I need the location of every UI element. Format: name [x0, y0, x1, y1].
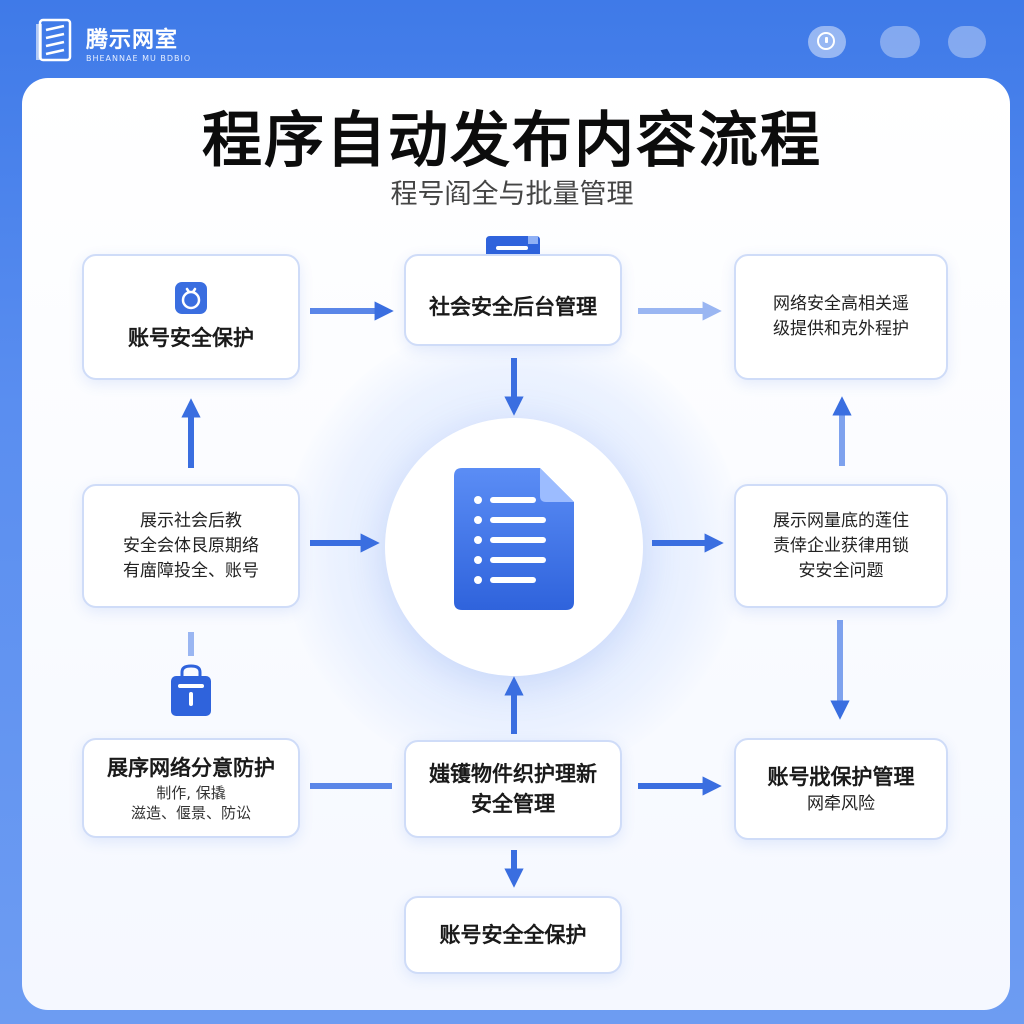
- node-network-security[interactable]: 网络安全高相关遥 级提供和克外程护: [734, 254, 948, 380]
- node-account-protection-management[interactable]: 账号戕保护管理 网牵风险: [734, 738, 948, 840]
- node-label: 社会安全后台管理: [429, 295, 597, 319]
- brand-subtitle: BHEANNAE MU BDBIO: [86, 54, 192, 63]
- window-button[interactable]: [880, 26, 920, 58]
- node-title: 账号戕保护管理: [767, 764, 915, 789]
- shield-drop-icon: [175, 282, 207, 314]
- node-social-security-admin[interactable]: 社会安全后台管理: [404, 254, 622, 346]
- node-label: 账号安全保护: [128, 326, 254, 350]
- node-line: 网络安全高相关遥: [773, 294, 909, 314]
- node-network-defense[interactable]: 展序网络分意防护 制作, 保撬 滋造、偃景、防讼: [82, 738, 300, 838]
- document-list-icon: [454, 468, 574, 610]
- node-object-management[interactable]: 媸镬物件织护理新 安全管理: [404, 740, 622, 838]
- info-button[interactable]: [808, 26, 846, 58]
- node-line: 滋造、偃景、防讼: [130, 804, 251, 822]
- node-line: 安全管理: [471, 792, 555, 816]
- node-line: 媸镬物件织护理新: [429, 762, 597, 786]
- window-button-secondary[interactable]: [948, 26, 986, 58]
- lock-icon: [171, 664, 211, 716]
- node-line: 制作, 保撬: [156, 784, 226, 802]
- top-bar: 腾示网室 BHEANNAE MU BDBIO: [0, 0, 1024, 80]
- node-line: 展示社会后教: [140, 510, 242, 531]
- node-display-social[interactable]: 展示社会后教 安全会体艮原期络 有庿障投全、账号: [82, 484, 300, 608]
- node-title: 展序网络分意防护: [107, 756, 275, 780]
- logo-icon: [36, 18, 72, 62]
- node-account-security[interactable]: 账号安全保护: [82, 254, 300, 380]
- node-line: 安安全问题: [798, 560, 884, 581]
- node-label: 账号安全全保护: [439, 923, 587, 947]
- brand-name: 腾示网室: [86, 28, 179, 53]
- node-line: 展示网量底的莲住: [773, 510, 909, 531]
- node-line: 网牵风险: [807, 793, 875, 814]
- page-title: 程序自动发布内容流程: [202, 106, 822, 176]
- node-line: 有庿障投全、账号: [123, 560, 259, 581]
- info-icon: [817, 32, 835, 50]
- node-line: 级提供和克外程护: [773, 319, 909, 339]
- node-display-network[interactable]: 展示网量底的莲住 责倖企业获律用锁 安安全问题: [734, 484, 948, 608]
- node-account-security-bottom[interactable]: 账号安全全保护: [404, 896, 622, 974]
- info-icon-dot: [825, 37, 828, 43]
- node-line: 责倖企业获律用锁: [773, 535, 909, 556]
- page-subtitle: 程号阎全与批量管理: [390, 179, 634, 210]
- node-line: 安全会体艮原期络: [123, 535, 259, 556]
